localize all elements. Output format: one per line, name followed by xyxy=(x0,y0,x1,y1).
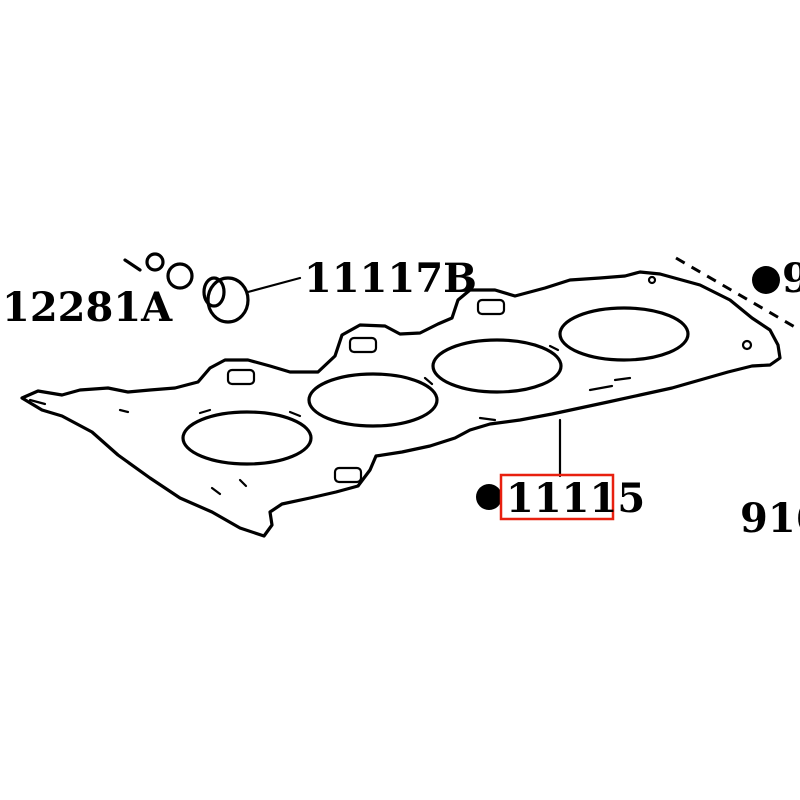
cylinder-bore-3[interactable] xyxy=(431,338,563,394)
label-9-partial[interactable]: 9 xyxy=(782,255,800,302)
filled-circle-bullet-icon xyxy=(476,484,502,510)
head-gasket-outline[interactable] xyxy=(20,270,782,538)
phantom-dashed-line xyxy=(675,256,800,332)
plug-part-11117b[interactable] xyxy=(123,252,250,324)
cylinder-bore-1[interactable] xyxy=(181,410,313,466)
leader-line-11117b xyxy=(246,276,302,294)
gasket-detail-holes xyxy=(28,275,753,496)
label-9167-partial[interactable]: 9167 xyxy=(740,495,800,542)
highlight-box-11115[interactable] xyxy=(499,473,615,521)
label-11117b[interactable]: 11117B xyxy=(304,255,477,302)
filled-circle-bullet-icon xyxy=(752,266,780,294)
cylinder-bore-4[interactable] xyxy=(558,306,690,362)
label-12281a[interactable]: 12281A xyxy=(2,284,173,331)
label-11115[interactable]: 11115 xyxy=(506,475,645,522)
cylinder-bore-2[interactable] xyxy=(307,372,439,428)
